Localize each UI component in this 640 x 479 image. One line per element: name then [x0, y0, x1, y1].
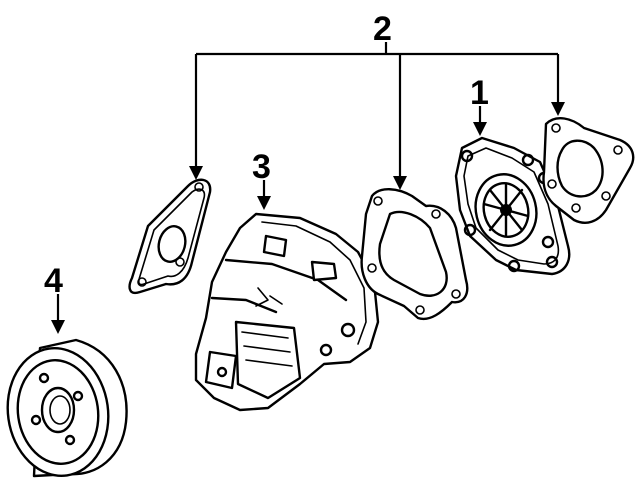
housing-bolt-hole	[216, 366, 228, 378]
gasket-right-opening	[556, 139, 604, 198]
gasket-middle-bolt-hole	[431, 209, 441, 219]
housing-bolt-hole	[340, 322, 356, 338]
gasket-right-bolt-hole	[571, 203, 581, 213]
gasket-middle-outline	[360, 188, 469, 321]
pulley-bolt-hole	[72, 390, 84, 402]
pump-bolt-hole	[521, 153, 535, 167]
pump-bolt-hole	[460, 149, 474, 163]
callout-number-2: 2	[373, 10, 392, 48]
pulley-inner-ring	[16, 359, 100, 465]
housing-part-3	[194, 212, 380, 412]
callout-number-3: 3	[252, 148, 271, 186]
gasket-middle-part-2	[360, 188, 469, 321]
housing-top-ridge	[224, 258, 348, 302]
leader-3-arrowhead	[257, 196, 271, 210]
pulley-bolt-hole	[64, 434, 76, 446]
pulley-part-4	[6, 338, 128, 478]
gasket-left-bolt-hole	[175, 257, 185, 267]
pump-flange-edge	[463, 147, 560, 265]
gasket-middle-opening	[378, 210, 448, 297]
gasket-right-bolt-hole	[601, 191, 611, 201]
pulley-bolt-hole	[30, 414, 42, 426]
leader-2-left-arrowhead	[189, 166, 203, 180]
gasket-right-bolt-hole	[613, 145, 623, 155]
gasket-middle-bolt-hole	[367, 263, 377, 273]
housing-stud	[310, 260, 338, 282]
pulley-hub	[40, 386, 76, 434]
pump-bolt-hole	[541, 235, 555, 249]
gasket-left-bolt-hole	[137, 277, 147, 287]
pulley-bore	[49, 395, 71, 425]
leader-4-arrowhead	[51, 320, 65, 334]
pulley-bolt-hole	[38, 372, 50, 384]
gasket-left-port	[157, 225, 187, 263]
pump-shaft	[500, 204, 512, 216]
pump-impeller	[482, 182, 530, 238]
gasket-right-bolt-hole	[551, 123, 561, 133]
callout-number-4: 4	[44, 262, 63, 300]
pump-bolt-hole	[545, 255, 559, 269]
housing-bolt-hole	[319, 343, 333, 357]
leader-1-arrowhead	[473, 122, 487, 136]
gasket-left-bolt-hole	[194, 182, 204, 192]
gasket-left-outline	[128, 178, 212, 295]
pump-bolt-hole	[463, 223, 477, 237]
leader-2-right-arrowhead	[551, 102, 565, 116]
gasket-middle-bolt-hole	[415, 305, 425, 315]
housing-mid-ridge	[210, 296, 278, 314]
housing-lower-boss	[204, 350, 238, 390]
housing-outlet-neck	[234, 320, 302, 400]
gasket-middle-bolt-hole	[451, 289, 461, 299]
gasket-right-bolt-hole	[547, 179, 557, 189]
housing-upper-boss	[262, 234, 288, 258]
leader-2-middle-arrowhead	[393, 176, 407, 190]
callout-number-1: 1	[470, 74, 489, 112]
gasket-middle-bolt-hole	[373, 196, 383, 206]
housing-flange-edge	[261, 221, 367, 345]
gasket-left-part-2	[128, 178, 212, 295]
pulley-face	[6, 347, 110, 477]
housing-casting-detail	[255, 287, 283, 307]
pump-bolt-hole	[507, 259, 521, 273]
gasket-right-part-2	[542, 117, 635, 224]
water-pump-part-1	[454, 136, 571, 276]
leader-lines	[51, 42, 565, 334]
housing-outlet-ribs	[241, 331, 293, 367]
